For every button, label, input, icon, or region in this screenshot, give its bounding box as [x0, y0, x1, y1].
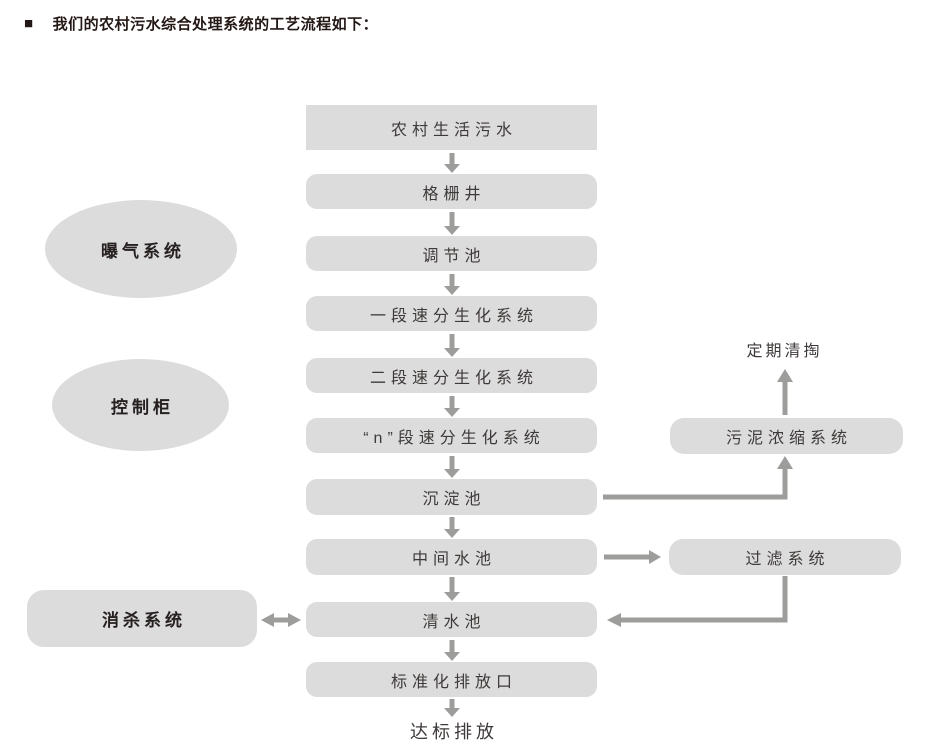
node-filtration-system: 过滤系统 — [669, 539, 901, 575]
node-source: 农村生活污水 — [306, 105, 597, 150]
node-regulating-pool: 调节池 — [306, 236, 597, 271]
node-disinfection-system: 消杀系统 — [27, 590, 257, 647]
label-final-discharge: 达标排放 — [410, 722, 498, 742]
page-title-text: 我们的农村污水综合处理系统的工艺流程如下： — [52, 16, 379, 33]
square-bullet-icon: ■ — [24, 15, 34, 32]
arrow-down-icon — [444, 396, 460, 417]
arrow-down-icon — [444, 640, 460, 661]
connector-sludge-to-cleaning-arrow — [777, 369, 793, 415]
node-aeration-system: 曝气系统 — [45, 200, 237, 298]
node-sedimentation-pool: 沉淀池 — [306, 479, 597, 515]
node-discharge-outlet: 标准化排放口 — [306, 662, 597, 697]
arrow-down-icon — [444, 274, 460, 295]
connector-sedimentation-to-sludge-arrow — [603, 456, 793, 500]
node-grid-well: 格栅井 — [306, 174, 597, 209]
arrow-down-icon — [444, 212, 460, 235]
arrow-down-icon — [444, 517, 460, 538]
node-stage-n-system: “n”段速分生化系统 — [306, 418, 597, 453]
node-sludge-thickening-system: 污泥浓缩系统 — [670, 418, 903, 454]
connector-filtration-to-clearwater-arrow — [607, 576, 788, 627]
node-clear-water-pool: 清水池 — [306, 602, 597, 637]
label-periodic-cleaning: 定期清掏 — [746, 343, 823, 360]
arrow-down-icon — [444, 699, 460, 717]
page-title: ■ 我们的农村污水综合处理系统的工艺流程如下： — [24, 13, 378, 34]
node-stage1-system: 一段速分生化系统 — [306, 296, 597, 331]
node-control-cabinet: 控制柜 — [52, 359, 229, 451]
node-intermediate-pool: 中间水池 — [306, 539, 597, 575]
arrow-down-icon — [444, 456, 460, 478]
node-stage2-system: 二段速分生化系统 — [306, 358, 597, 393]
connector-disinfection-clearwater-double-arrow — [261, 613, 301, 627]
connector-intermediate-to-filtration-arrow — [604, 550, 661, 564]
arrow-down-icon — [444, 334, 460, 357]
arrow-down-icon — [444, 577, 460, 601]
arrow-down-icon — [444, 153, 460, 173]
